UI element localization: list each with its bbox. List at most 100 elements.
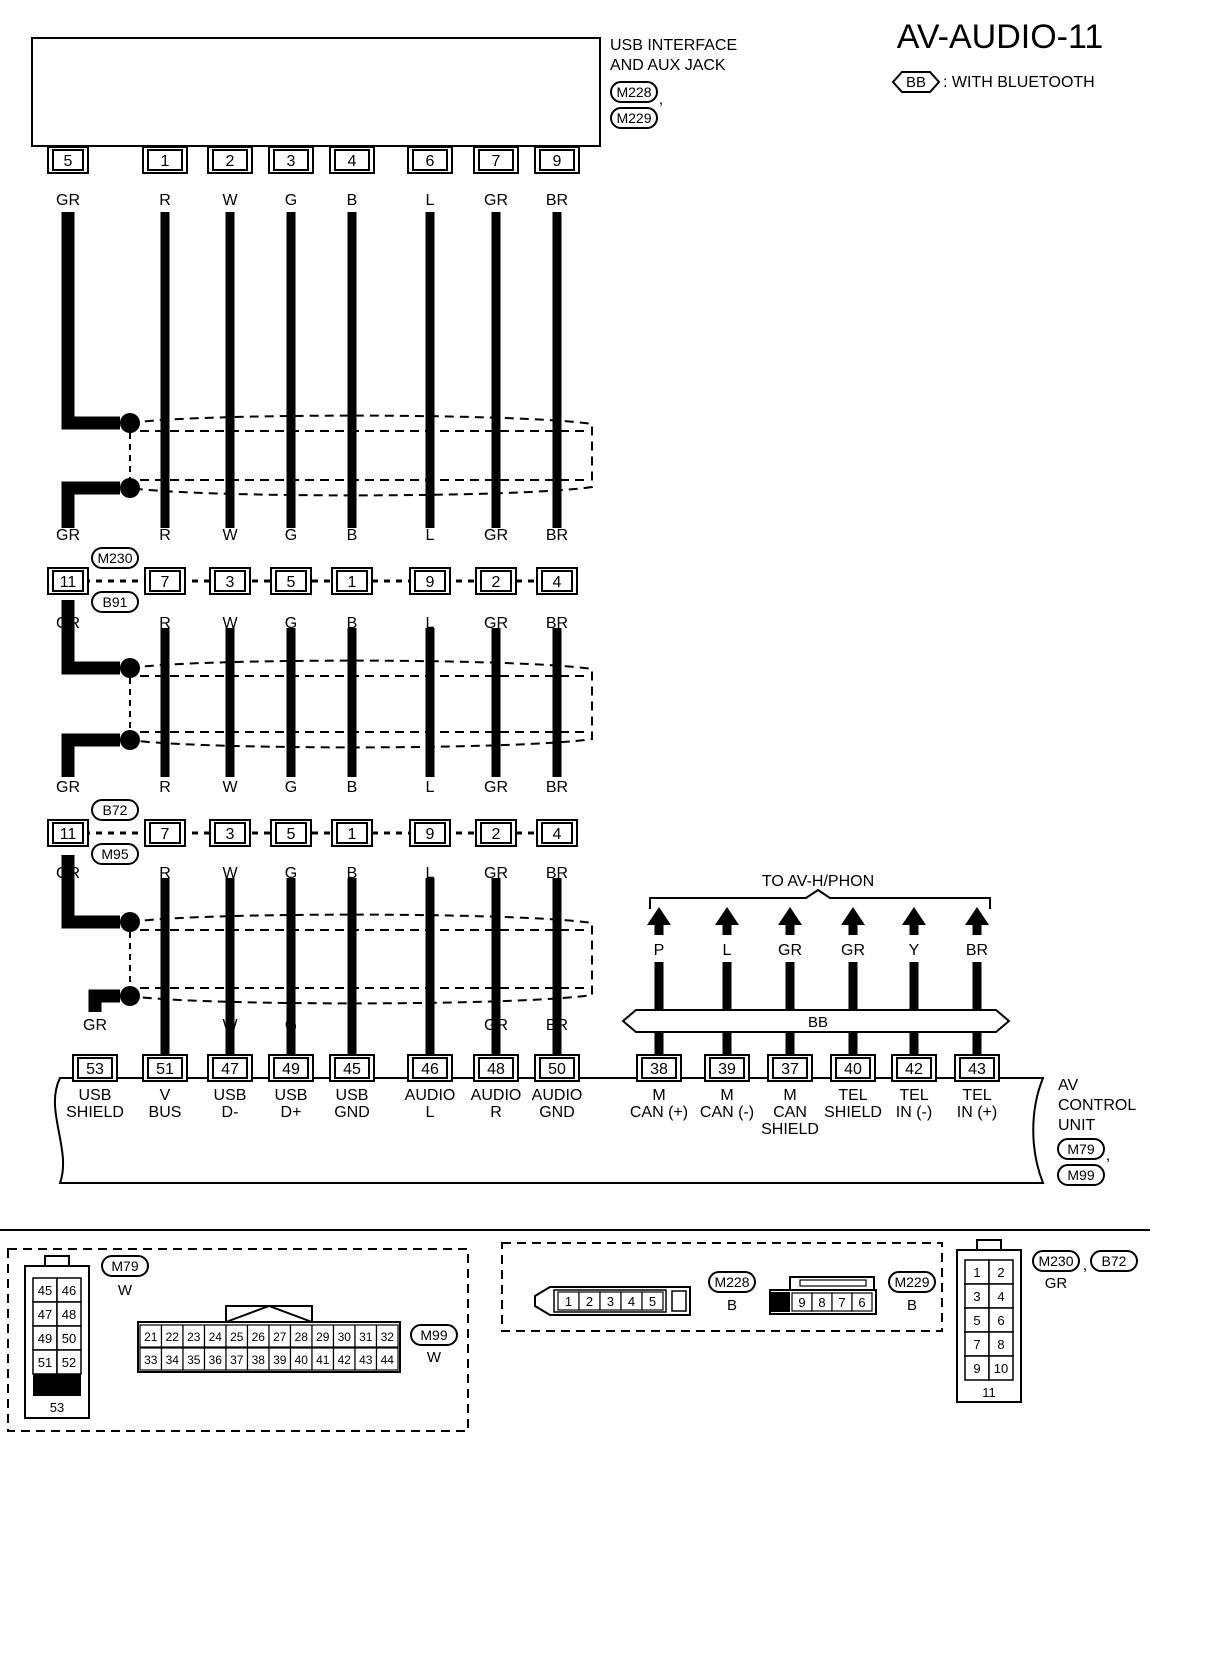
usb-connector-m229: M229: [616, 110, 651, 126]
junction2-pin-2-box: [214, 822, 246, 844]
phone-pin-0: 38: [650, 1061, 668, 1078]
m79-face-label-badge: [101, 1255, 149, 1277]
phone-func1-2: M: [783, 1087, 796, 1104]
m99-pin: 34: [166, 1353, 180, 1367]
m99-cell: [375, 1324, 399, 1348]
m99-face-color: W: [427, 1349, 442, 1366]
m228-latch: [671, 1290, 687, 1312]
shield-ring-3: [129, 913, 593, 1005]
m99-pin: 30: [338, 1330, 352, 1344]
shield-wire-1b: [61, 481, 120, 528]
av-pin-6: 48: [487, 1061, 505, 1078]
bb-bus-label: BB: [808, 1014, 828, 1031]
junction1-pin-7-box: [541, 570, 573, 592]
av-pin-2-box: [212, 1057, 248, 1079]
junction1-color-below-0: GR: [56, 615, 80, 632]
shield-dot-1: [120, 478, 140, 498]
phone-bracket: [649, 888, 991, 909]
junction2-pin-4-box: [336, 822, 368, 844]
bottom-color-1: R: [159, 1017, 171, 1034]
junction1-color-below-6: GR: [484, 615, 508, 632]
usb-connector-m228-badge: [610, 81, 658, 103]
junction1-color-below-3: G: [285, 615, 297, 632]
junction1-color-above-2: W: [222, 527, 238, 544]
phone-color-5: BR: [966, 942, 988, 959]
usb-pin-0: 5: [64, 153, 73, 170]
m230-cell: [964, 1307, 990, 1333]
bottom-color-2: W: [222, 1017, 238, 1034]
m99-pin: 22: [166, 1330, 180, 1344]
av-connector-m79: M79: [1067, 1141, 1094, 1157]
junction1-color-above-1: R: [159, 527, 171, 544]
wire-color-top-7: BR: [546, 192, 568, 209]
av-pin-3-box: [273, 1057, 309, 1079]
junction1-pin-7: 4: [553, 574, 562, 591]
m228-pin: 1: [565, 1294, 572, 1309]
m99-pin: 37: [230, 1353, 244, 1367]
shield-ring-1: [129, 414, 593, 497]
m228-pin: 3: [607, 1294, 614, 1309]
m99-pin: 36: [209, 1353, 223, 1367]
m99-pin: 33: [144, 1353, 158, 1367]
m99-pin: 25: [230, 1330, 244, 1344]
b72-face-label-badge: [1090, 1250, 1138, 1272]
phone-func1-0: M: [652, 1087, 665, 1104]
m79-cell: [56, 1349, 82, 1375]
phone-func1-3: TEL: [838, 1087, 867, 1104]
m230-pin: 8: [997, 1337, 1004, 1352]
av-func2-4: GND: [334, 1104, 370, 1121]
m99-pin: 26: [252, 1330, 266, 1344]
junction1-color-above-3: G: [285, 527, 297, 544]
b72-face-label: B72: [1102, 1253, 1127, 1269]
phone-pin-2: 37: [781, 1061, 799, 1078]
m79-face-color: W: [118, 1282, 133, 1299]
usb-pin-5-box: [412, 149, 448, 171]
av-pin-0: 53: [86, 1061, 104, 1078]
junction2-pin-3: 5: [287, 826, 296, 843]
av-unit-line2: CONTROL: [1058, 1097, 1136, 1114]
junction2-color-below-3: G: [285, 865, 297, 882]
av-connector-m79-badge: [1057, 1138, 1105, 1160]
bottom-color-4: B: [347, 1017, 358, 1034]
junction1-pin-6: 2: [492, 574, 501, 591]
m228-pin: 4: [628, 1294, 635, 1309]
m99-pin: 27: [273, 1330, 287, 1344]
usb-pin-7: 9: [553, 153, 562, 170]
usb-pin-7-box: [539, 149, 575, 171]
m79-pin: 47: [38, 1307, 52, 1322]
phone-color-1: L: [723, 942, 732, 959]
junction1-pin-3: 5: [287, 574, 296, 591]
av-pin-5: 46: [421, 1061, 439, 1078]
junction1-color-above-4: B: [347, 527, 358, 544]
m79-face-label: M79: [111, 1258, 138, 1274]
wire-color-top-5: L: [426, 192, 435, 209]
junction2-pin-1-box: [149, 822, 181, 844]
junction1-color-below-1: R: [159, 615, 171, 632]
m99-pin: 40: [295, 1353, 309, 1367]
wire-color-top-1: R: [159, 192, 171, 209]
av-func2-2: D-: [222, 1104, 239, 1121]
m230-cell: [988, 1307, 1014, 1333]
m99-pin: 21: [144, 1330, 158, 1344]
av-func2-7: GND: [539, 1104, 575, 1121]
m230-pin: 5: [973, 1313, 980, 1328]
usb-pin-6: 7: [492, 153, 501, 170]
m79-cell: [56, 1277, 82, 1303]
wires-layer: [61, 212, 982, 1058]
legend-text: : WITH BLUETOOTH: [943, 74, 1095, 91]
phone-pin-5: 43: [968, 1061, 986, 1078]
usb-pin-3-box: [273, 149, 309, 171]
junction2-color-above-2: W: [222, 779, 238, 796]
junction2-color-above-4: B: [347, 779, 358, 796]
m228-pin: 5: [649, 1294, 656, 1309]
m230-pin: 4: [997, 1289, 1004, 1304]
phone-pin-3: 40: [844, 1061, 862, 1078]
av-func2-3: D+: [281, 1104, 302, 1121]
phone-color-0: P: [654, 942, 665, 959]
junction2-color-below-4: B: [347, 865, 358, 882]
m230-pin: 6: [997, 1313, 1004, 1328]
junction2-color-below-5: L: [426, 865, 435, 882]
phone-pin-3-box: [835, 1057, 871, 1079]
phone-pin-4: 42: [905, 1061, 923, 1078]
